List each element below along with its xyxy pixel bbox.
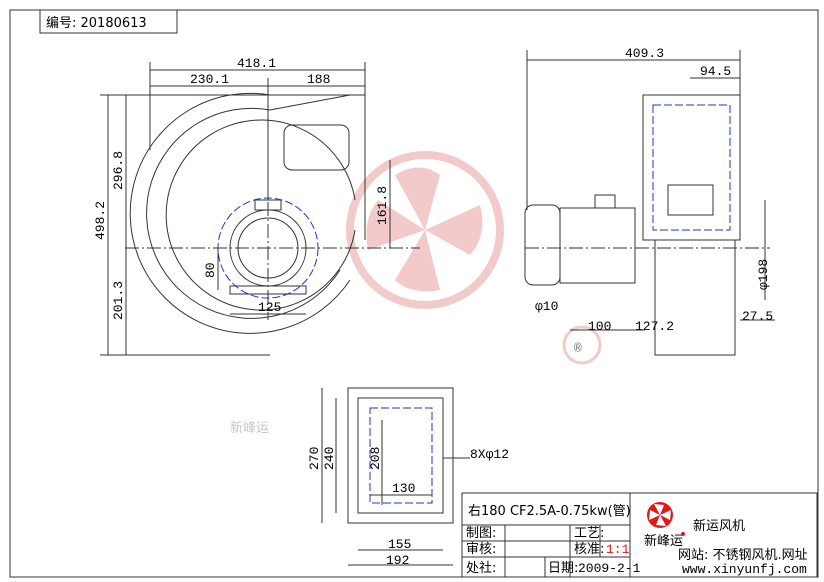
title-block — [461, 492, 818, 578]
company-logo-icon — [647, 502, 685, 536]
watermark-logo: ® — [346, 151, 602, 365]
dim-409: 409.3 — [625, 46, 664, 61]
label-craft: 工艺: — [574, 526, 604, 541]
dim-94: 94.5 — [700, 64, 731, 79]
dim-phi198: φ198 — [756, 259, 771, 290]
label-std: 处社: — [466, 560, 496, 576]
dim-188: 188 — [307, 72, 330, 87]
dim-296: 296.8 — [111, 151, 126, 190]
drawing-number-box — [39, 9, 178, 34]
website-label: 网站: 不锈钢风机.网址 — [678, 548, 808, 563]
dim-161: 161.8 — [375, 186, 390, 225]
dim-208: 208 — [368, 447, 383, 470]
dim-127: 127.2 — [635, 319, 674, 334]
dim-125: 125 — [258, 300, 281, 315]
sheet-border — [9, 9, 819, 578]
dim-498: 498.2 — [93, 201, 108, 240]
label-approve: 核准: — [574, 542, 604, 557]
label-review: 审核: — [466, 542, 496, 557]
flange-view — [321, 387, 470, 566]
dim-130: 130 — [392, 481, 415, 496]
flange-view-dimensions: 270 240 208 130 155 192 8Xφ12 — [307, 447, 509, 568]
dim-192: 192 — [386, 553, 409, 568]
dim-100: 100 — [588, 319, 611, 334]
watermark-text: 新峰运 — [230, 420, 269, 436]
drawing-number: 编号: 20180613 — [46, 16, 147, 31]
website: www.xinyunfj.com — [682, 562, 807, 577]
side-view — [524, 50, 775, 356]
label-date: 日期: — [548, 561, 578, 576]
dim-270: 270 — [307, 447, 322, 470]
company-name: 新运风机 — [693, 518, 745, 534]
dim-27: 27.5 — [742, 309, 773, 324]
date-value: 2009-2-1 — [578, 561, 641, 576]
model-name: 右180 CF2.5A-0.75kw(管) — [468, 504, 631, 519]
dim-155: 155 — [388, 537, 411, 552]
dim-240: 240 — [322, 447, 337, 470]
dim-80: 80 — [203, 262, 218, 278]
front-view-dimensions: 418.1 230.1 188 498.2 296.8 201.3 161.8 … — [93, 56, 390, 320]
dim-418: 418.1 — [237, 56, 276, 71]
registered-mark: ® — [574, 341, 582, 356]
dim-201: 201.3 — [111, 281, 126, 320]
logo-text: 新峰运 — [644, 533, 683, 549]
scale-value: 1:1 — [606, 542, 630, 557]
label-drawn: 制图: — [466, 526, 496, 541]
dim-phi10: φ10 — [535, 299, 558, 314]
title-block-text: 右180 CF2.5A-0.75kw(管) 制图: 审核: 处社: 工艺: 核准… — [466, 502, 808, 577]
dim-230: 230.1 — [190, 72, 229, 87]
side-view-dimensions: 409.3 94.5 φ198 27.5 φ10 100 127.2 — [535, 46, 773, 334]
front-view — [100, 62, 420, 356]
dim-holes: 8Xφ12 — [470, 447, 509, 462]
